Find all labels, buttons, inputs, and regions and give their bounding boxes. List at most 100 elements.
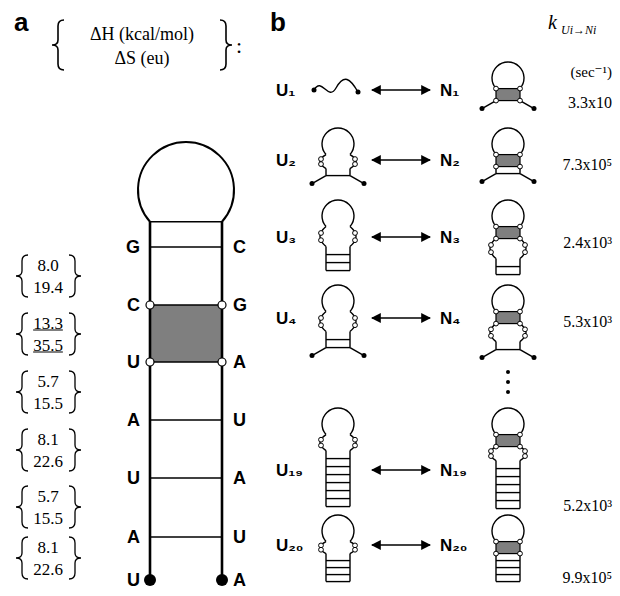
rate-constant: 5.2x10³ (563, 498, 612, 514)
colon: : (236, 35, 242, 57)
hairpin-icon (489, 408, 528, 509)
enthalpy-value: 5.7 (37, 373, 58, 390)
icon-end-dot (480, 106, 485, 111)
icon-open-marker (494, 98, 499, 103)
base-letter: C (127, 296, 140, 314)
icon-rung (496, 581, 520, 582)
icon-rung (326, 482, 350, 483)
icon-shade (496, 227, 520, 239)
icon-open-marker (518, 551, 523, 556)
unfolded-chain (312, 79, 361, 94)
icon-open-marker (523, 454, 528, 459)
icon-open-marker (494, 309, 499, 314)
end-dot (216, 574, 228, 586)
native-state: N₁ (440, 82, 459, 99)
icon-open-marker (523, 449, 528, 454)
icon-open-marker (319, 323, 324, 328)
icon-loop (492, 128, 524, 155)
icon-loop (322, 285, 354, 312)
native-state: N₄ (440, 310, 460, 327)
icon-rung (326, 581, 350, 582)
icon-end-dot (480, 179, 485, 184)
hairpin-icon (310, 285, 367, 358)
icon-rung (326, 466, 350, 467)
icon-rung (326, 347, 350, 348)
hairpin-icon (319, 515, 358, 582)
icon-loop (492, 515, 524, 542)
icon-strand (325, 247, 326, 271)
icon-end-dot (532, 355, 537, 360)
equilibrium-arrow (372, 469, 430, 470)
panel-letter: a (14, 9, 28, 35)
equilibrium-arrow (372, 89, 430, 90)
base-letter: U (127, 353, 140, 371)
rate-constant: 5.3x10³ (563, 314, 612, 330)
icon-rung (326, 498, 350, 499)
enthalpy-value: 13.3 (33, 315, 63, 332)
icon-loop (322, 200, 354, 227)
base-pair-rung (150, 419, 222, 421)
icon-shade (496, 155, 520, 167)
icon-rung (496, 349, 520, 350)
icon-open-marker (523, 243, 528, 248)
icon-bubble (490, 239, 496, 259)
base-pair-rung (150, 246, 222, 248)
icon-open-marker (494, 444, 499, 449)
base-letter: A (233, 353, 246, 371)
icon-rung (496, 574, 520, 575)
icon-rung (326, 270, 350, 271)
open-marker (146, 358, 154, 366)
icon-rung (326, 567, 350, 568)
icon-open-marker (489, 449, 494, 454)
icon-open-marker (494, 551, 499, 556)
icon-rung (326, 175, 350, 176)
hairpin-icon (492, 515, 524, 582)
icon-rung (496, 560, 520, 561)
base-letter: G (233, 296, 247, 314)
icon-open-marker (518, 86, 523, 91)
icon-rung (326, 458, 350, 459)
open-marker (146, 301, 154, 309)
equilibrium-arrow (372, 236, 430, 237)
rate-constant: 7.3x10⁵ (562, 157, 612, 173)
native-state: N₂ (440, 152, 460, 169)
icon-shade (496, 312, 520, 324)
icon-open-marker (353, 316, 358, 321)
icon-open-marker (518, 539, 523, 544)
icon-open-marker (353, 547, 358, 552)
icon-open-marker (494, 86, 499, 91)
icon-open-marker (319, 316, 324, 321)
hairpin-icon (480, 128, 537, 184)
hairpin-icon (319, 200, 358, 271)
icon-end-dot (532, 179, 537, 184)
icon-rung (326, 262, 350, 263)
icon-open-marker (518, 309, 523, 314)
brace (69, 371, 81, 413)
rate-constant: 3.3x10 (568, 95, 612, 111)
icon-rung (496, 476, 520, 477)
ellipsis-dot (506, 370, 510, 374)
unfolded-state: U₃ (276, 229, 296, 246)
base-pair-rung (150, 304, 222, 306)
icon-open-marker (518, 224, 523, 229)
icon-open-marker (319, 437, 324, 442)
base-letter: A (127, 411, 140, 429)
icon-loop (492, 408, 524, 435)
icon-open-marker (518, 152, 523, 157)
strand (149, 222, 152, 580)
hairpin-icon (310, 128, 367, 186)
hairpin-loop (138, 142, 234, 222)
base-letter: U (233, 528, 246, 546)
enthalpy-value: 8.1 (37, 431, 58, 448)
hairpin-icon (480, 285, 537, 360)
strand (221, 222, 224, 580)
icon-open-marker (353, 437, 358, 442)
icon-rung (496, 492, 520, 493)
entropy-value: 35.5 (33, 337, 63, 354)
rate-constant: 2.4x10³ (563, 235, 612, 251)
icon-rung (326, 574, 350, 575)
icon-strand (519, 342, 520, 350)
icon-end-dot (480, 355, 485, 360)
icon-rung (326, 506, 350, 507)
